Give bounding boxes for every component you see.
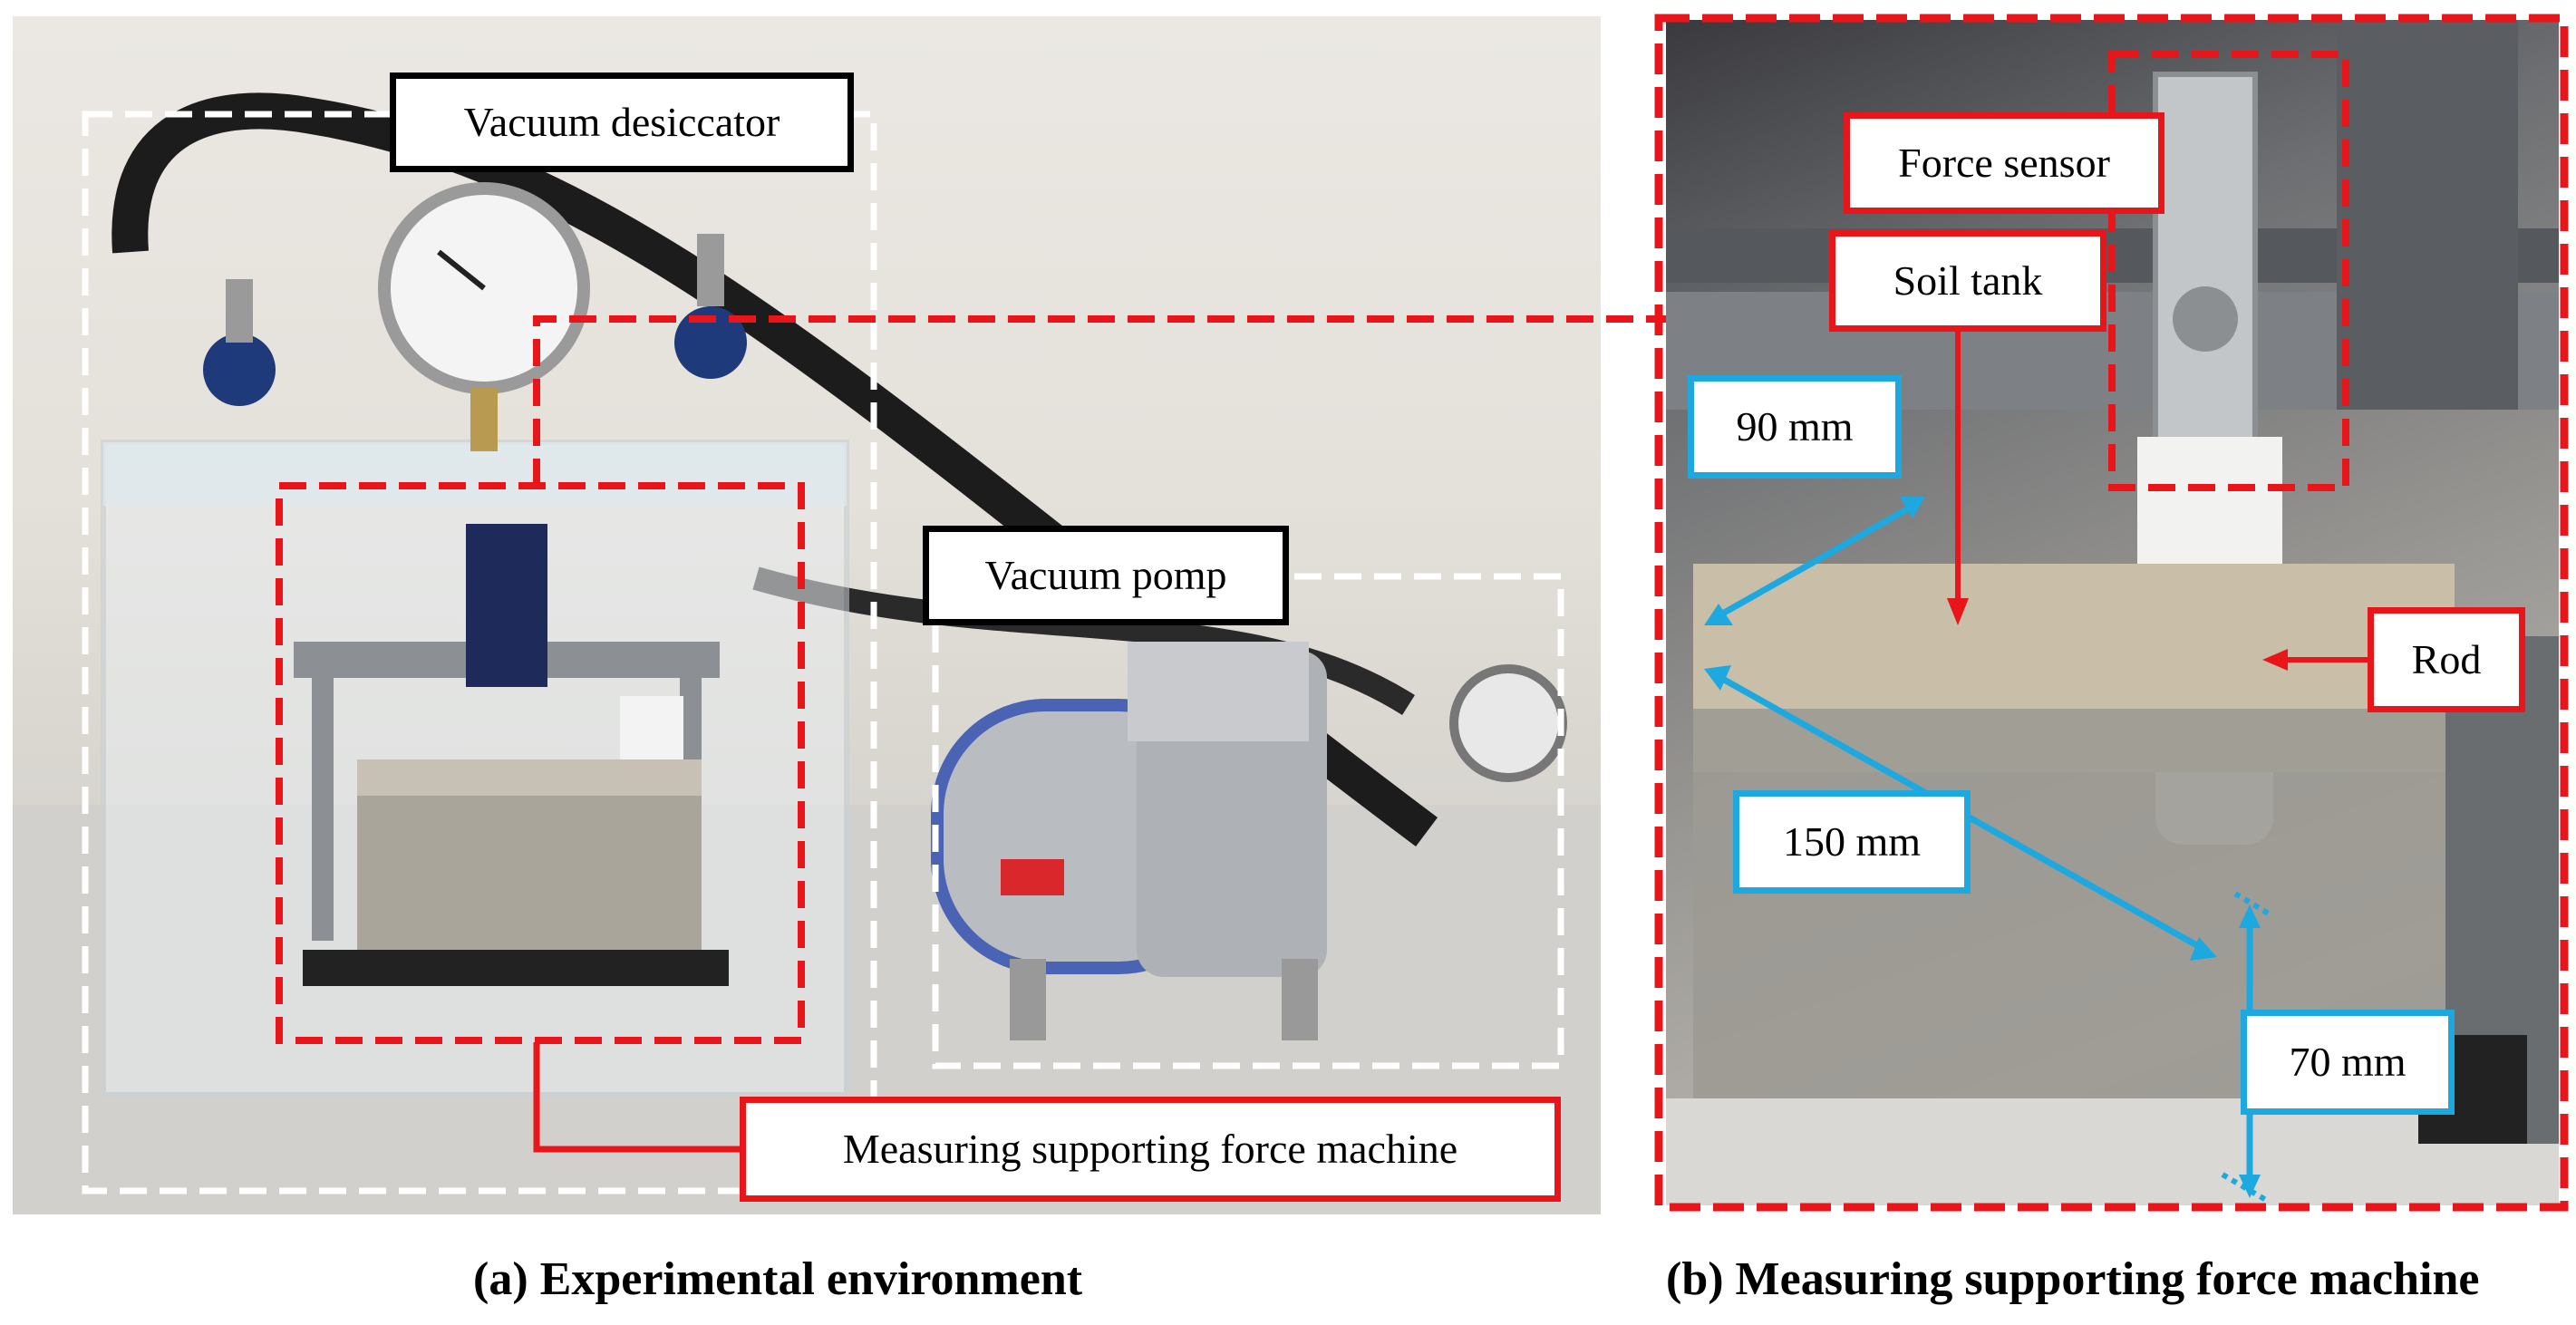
machine-outline-b [1654, 14, 2569, 1212]
dimension-90-line [1709, 498, 1922, 624]
label-force-sensor: Force sensor [1844, 112, 2164, 214]
label-dimension-70mm: 70 mm [2241, 1010, 2455, 1115]
label-dimension-150mm: 150 mm [1733, 790, 1971, 894]
desiccator-outline [82, 111, 877, 1194]
label-vacuum-desiccator: Vacuum desiccator [390, 73, 854, 172]
experimental-environment-photo [13, 16, 1601, 1214]
label-measuring-machine: Measuring supporting force machine [740, 1097, 1561, 1202]
panel-connector-line [533, 315, 1666, 486]
measuring-machine-leader [533, 1042, 740, 1153]
pump-outline [932, 573, 1564, 1069]
label-vacuum-pump: Vacuum pomp [923, 526, 1289, 625]
experimental-environment-illustration [13, 92, 1601, 1214]
machine-outline-a [276, 482, 805, 1044]
force-sensor-outline [2108, 51, 2349, 491]
caption-panel-b: (b) Measuring supporting force machine [1666, 1253, 2480, 1305]
caption-panel-a: (a) Experimental environment [473, 1253, 1083, 1305]
label-dimension-90mm: 90 mm [1688, 375, 1902, 479]
measuring-machine-illustration [1666, 20, 2559, 1205]
label-soil-tank: Soil tank [1829, 230, 2106, 332]
label-rod: Rod [2368, 607, 2525, 712]
